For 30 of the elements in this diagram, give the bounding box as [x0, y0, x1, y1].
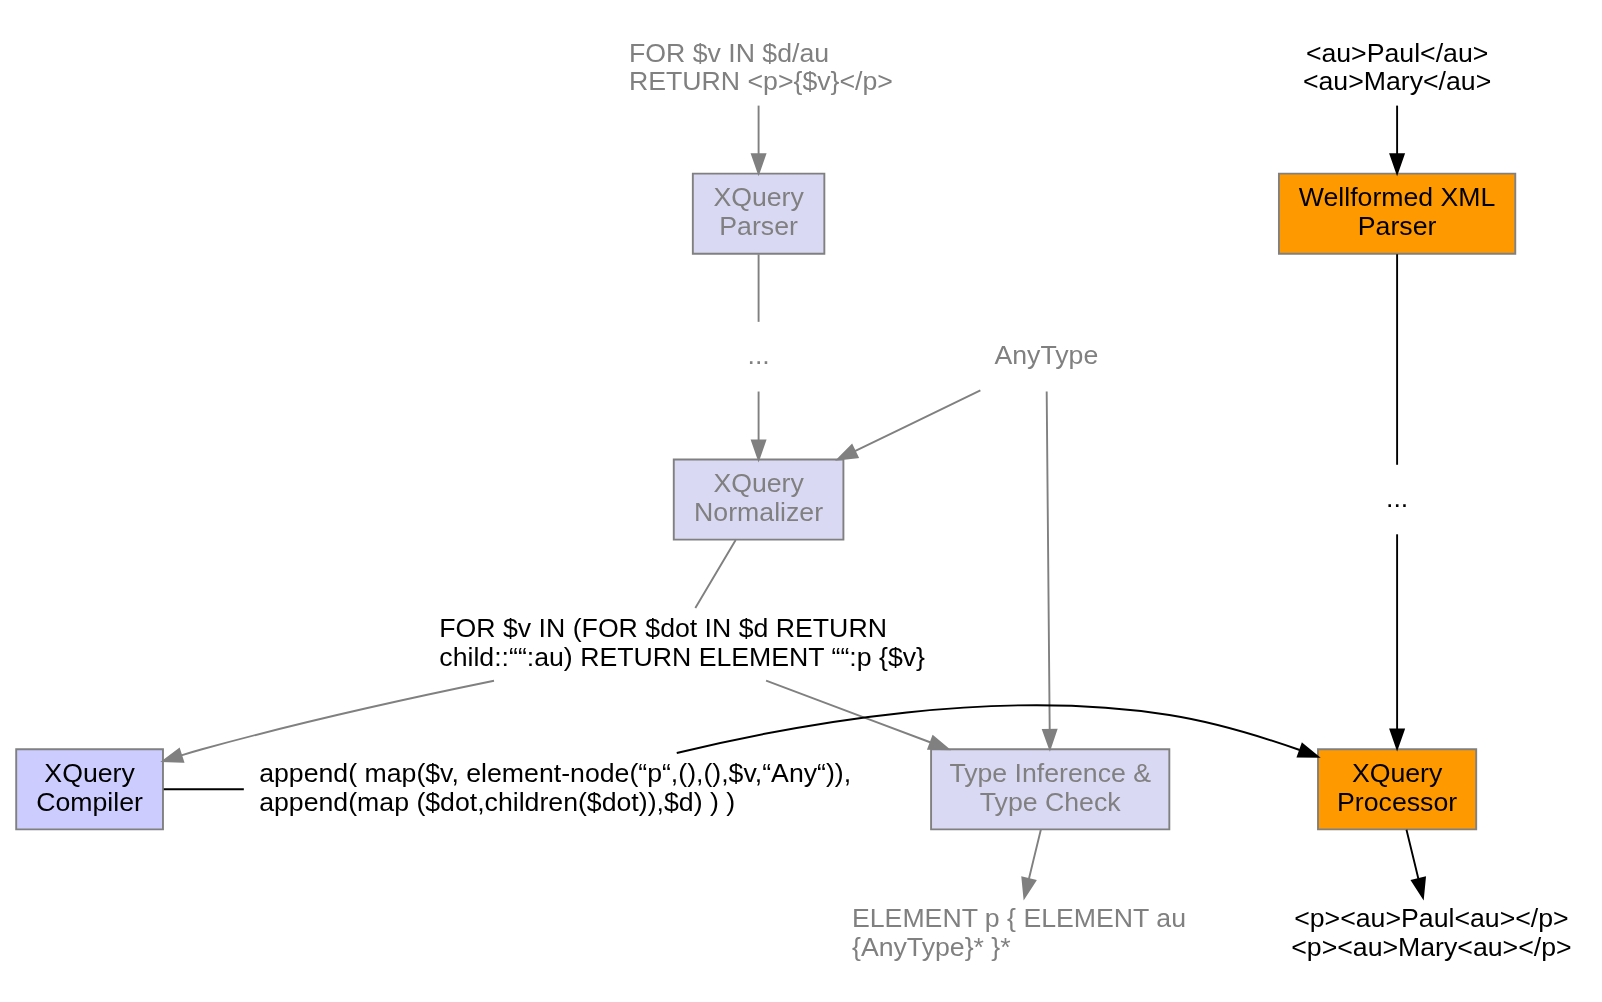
arrow — [160, 679, 495, 763]
arrow — [1021, 828, 1042, 900]
node-text: AnyType — [994, 339, 1099, 370]
arrow — [1389, 104, 1406, 176]
node-box: XQuery Processor — [1317, 747, 1478, 830]
arrow — [1389, 532, 1406, 752]
node-text: <p><au>Paul<au></p> <p><au>Mary<au></p> — [1291, 902, 1572, 962]
node-text: FOR $v IN (FOR $dot IN $d RETURN child::““:au) RETURN ELEMENT ““:p {$v} — [439, 612, 925, 672]
arrow — [835, 389, 982, 461]
node-text: <au>Paul</au> <au>Mary</au> — [1302, 37, 1492, 96]
arrow — [750, 104, 767, 176]
arrow — [765, 679, 952, 750]
node-text: ELEMENT p { ELEMENT au {AnyType}* }* — [851, 902, 1187, 962]
node-box: Type Inference & Type Check — [930, 747, 1171, 830]
node-text: append( map($v, element-node(“p“,(),(),$v,“Any“)), append(map ($dot,children($dot)),$d) ) ) — [259, 757, 852, 817]
connector — [162, 787, 245, 790]
connector — [694, 538, 737, 609]
node-box: Wellformed XML Parser — [1277, 172, 1517, 255]
node-box: XQuery Compiler — [15, 747, 164, 830]
connector — [1396, 252, 1399, 466]
node-box: XQuery Normalizer — [672, 458, 845, 541]
node-box: XQuery Parser — [691, 172, 826, 255]
arrow — [750, 390, 767, 462]
node-text: ... — [747, 339, 770, 370]
arrow — [1041, 390, 1058, 752]
node-text: ... — [1385, 482, 1409, 513]
arrow — [675, 703, 1321, 758]
node-text: FOR $v IN $d/au RETURN <p>{$v}</p> — [628, 37, 893, 96]
connector — [757, 252, 760, 323]
arrow — [1405, 828, 1427, 900]
